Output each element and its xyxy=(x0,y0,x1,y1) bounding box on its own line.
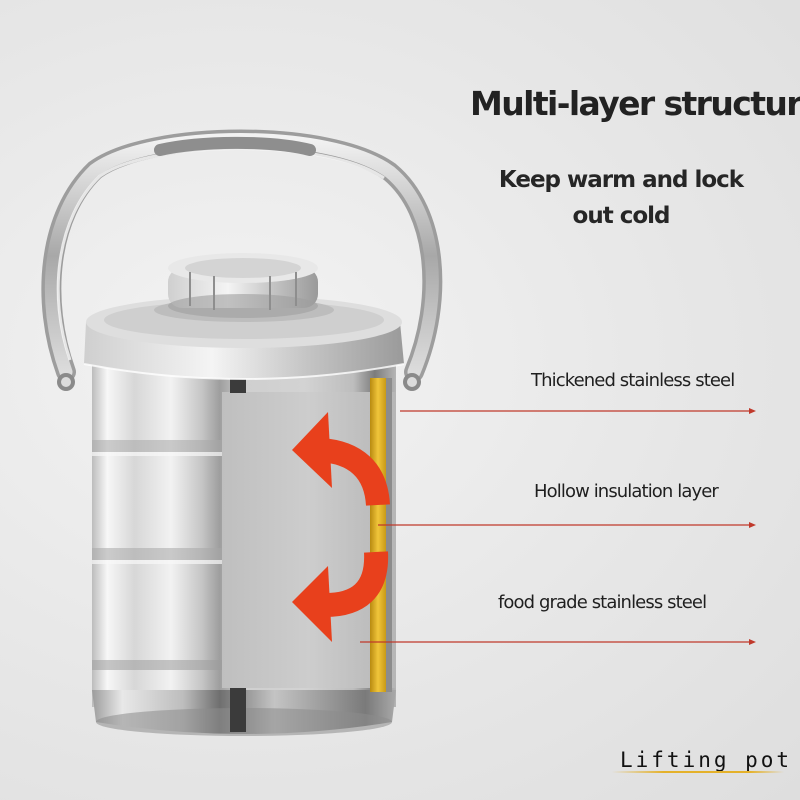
subheadline: Keep warm and lock out cold xyxy=(498,167,744,229)
brand-underline xyxy=(612,771,784,773)
headline: Multi-layer structure xyxy=(470,84,800,123)
curved-arrow-down-icon xyxy=(292,551,389,642)
curved-arrow-up-icon xyxy=(292,412,390,507)
callout-insulation-layer: Hollow insulation layer xyxy=(534,481,719,502)
callout-food-grade-steel: food grade stainless steel xyxy=(498,592,707,613)
callout-thickened-steel: Thickened stainless steel xyxy=(531,370,735,391)
brand-label: Lifting pot xyxy=(620,748,793,772)
